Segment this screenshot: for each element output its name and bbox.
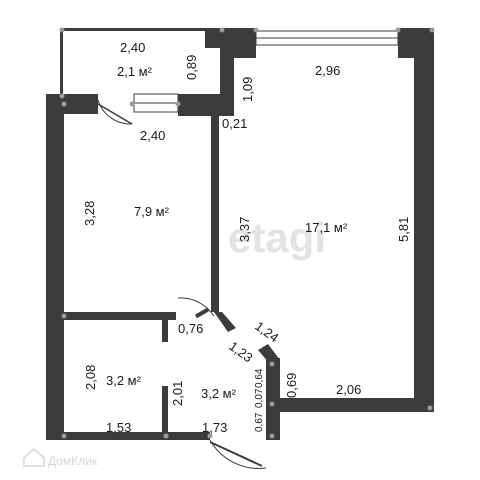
area-hallway: 3,2 м² bbox=[201, 386, 237, 401]
bathroom-partition-bottom bbox=[162, 386, 168, 440]
dim-entry-door: 0,67 bbox=[254, 412, 265, 432]
left-wall bbox=[46, 106, 64, 440]
diagonal-wall-lower bbox=[258, 344, 280, 364]
bottom-wall-living bbox=[280, 398, 434, 412]
dim-diagonal-lower: 1,23 bbox=[226, 338, 255, 365]
dim-living-bottom: 2,06 bbox=[336, 382, 361, 397]
dim-bathroom-width: 1,53 bbox=[106, 420, 131, 435]
dim-hallway-width: 1,73 bbox=[202, 420, 227, 435]
bathroom-partition-top bbox=[162, 312, 168, 342]
dim-living-partition: 3,37 bbox=[237, 217, 252, 242]
living-entry-wall bbox=[266, 358, 280, 412]
area-balcony: 2,1 м² bbox=[117, 64, 153, 79]
dim-wall-gap: 0,21 bbox=[222, 116, 247, 131]
dim-living-height: 5,81 bbox=[396, 217, 411, 242]
area-bathroom: 3,2 м² bbox=[106, 373, 142, 388]
left-wall-top bbox=[46, 94, 98, 114]
corner-dots bbox=[59, 27, 435, 439]
area-living: 17,1 м² bbox=[305, 220, 348, 235]
dim-balcony-depth: 0,89 bbox=[184, 55, 199, 80]
dim-balcony-width: 2,40 bbox=[120, 40, 145, 55]
diagonal-wall bbox=[214, 312, 236, 332]
dim-living-stub: 1,09 bbox=[240, 77, 255, 102]
right-wall bbox=[414, 28, 434, 412]
area-bedroom: 7,9 м² bbox=[134, 204, 170, 219]
dim-hallway-height: 2,01 bbox=[170, 381, 185, 406]
dim-small-064: 0,64 bbox=[254, 368, 265, 388]
dim-bedroom-height: 3,28 bbox=[82, 201, 97, 226]
watermark: etagi bbox=[228, 214, 326, 261]
logo-text: ДомКлик bbox=[48, 454, 98, 468]
entry-stub bbox=[266, 412, 280, 440]
bedroom-living-partition bbox=[211, 116, 219, 312]
domclick-logo: ДомКлик bbox=[23, 447, 98, 468]
balcony-outline bbox=[60, 28, 220, 94]
dim-diagonal-upper: 1,24 bbox=[252, 318, 281, 345]
dim-entry-stub: 0,69 bbox=[284, 373, 299, 398]
bottom-wall bbox=[46, 432, 210, 440]
dim-bathroom-height: 2,08 bbox=[83, 365, 98, 390]
dim-living-top: 2,96 bbox=[315, 63, 340, 78]
bedroom-bottom-wall bbox=[64, 312, 176, 320]
dim-door: 0,76 bbox=[178, 321, 203, 336]
balcony-living-wall bbox=[220, 48, 234, 116]
dim-bedroom-top: 2,40 bbox=[140, 128, 165, 143]
dim-small-007: 0,07 bbox=[254, 388, 265, 408]
